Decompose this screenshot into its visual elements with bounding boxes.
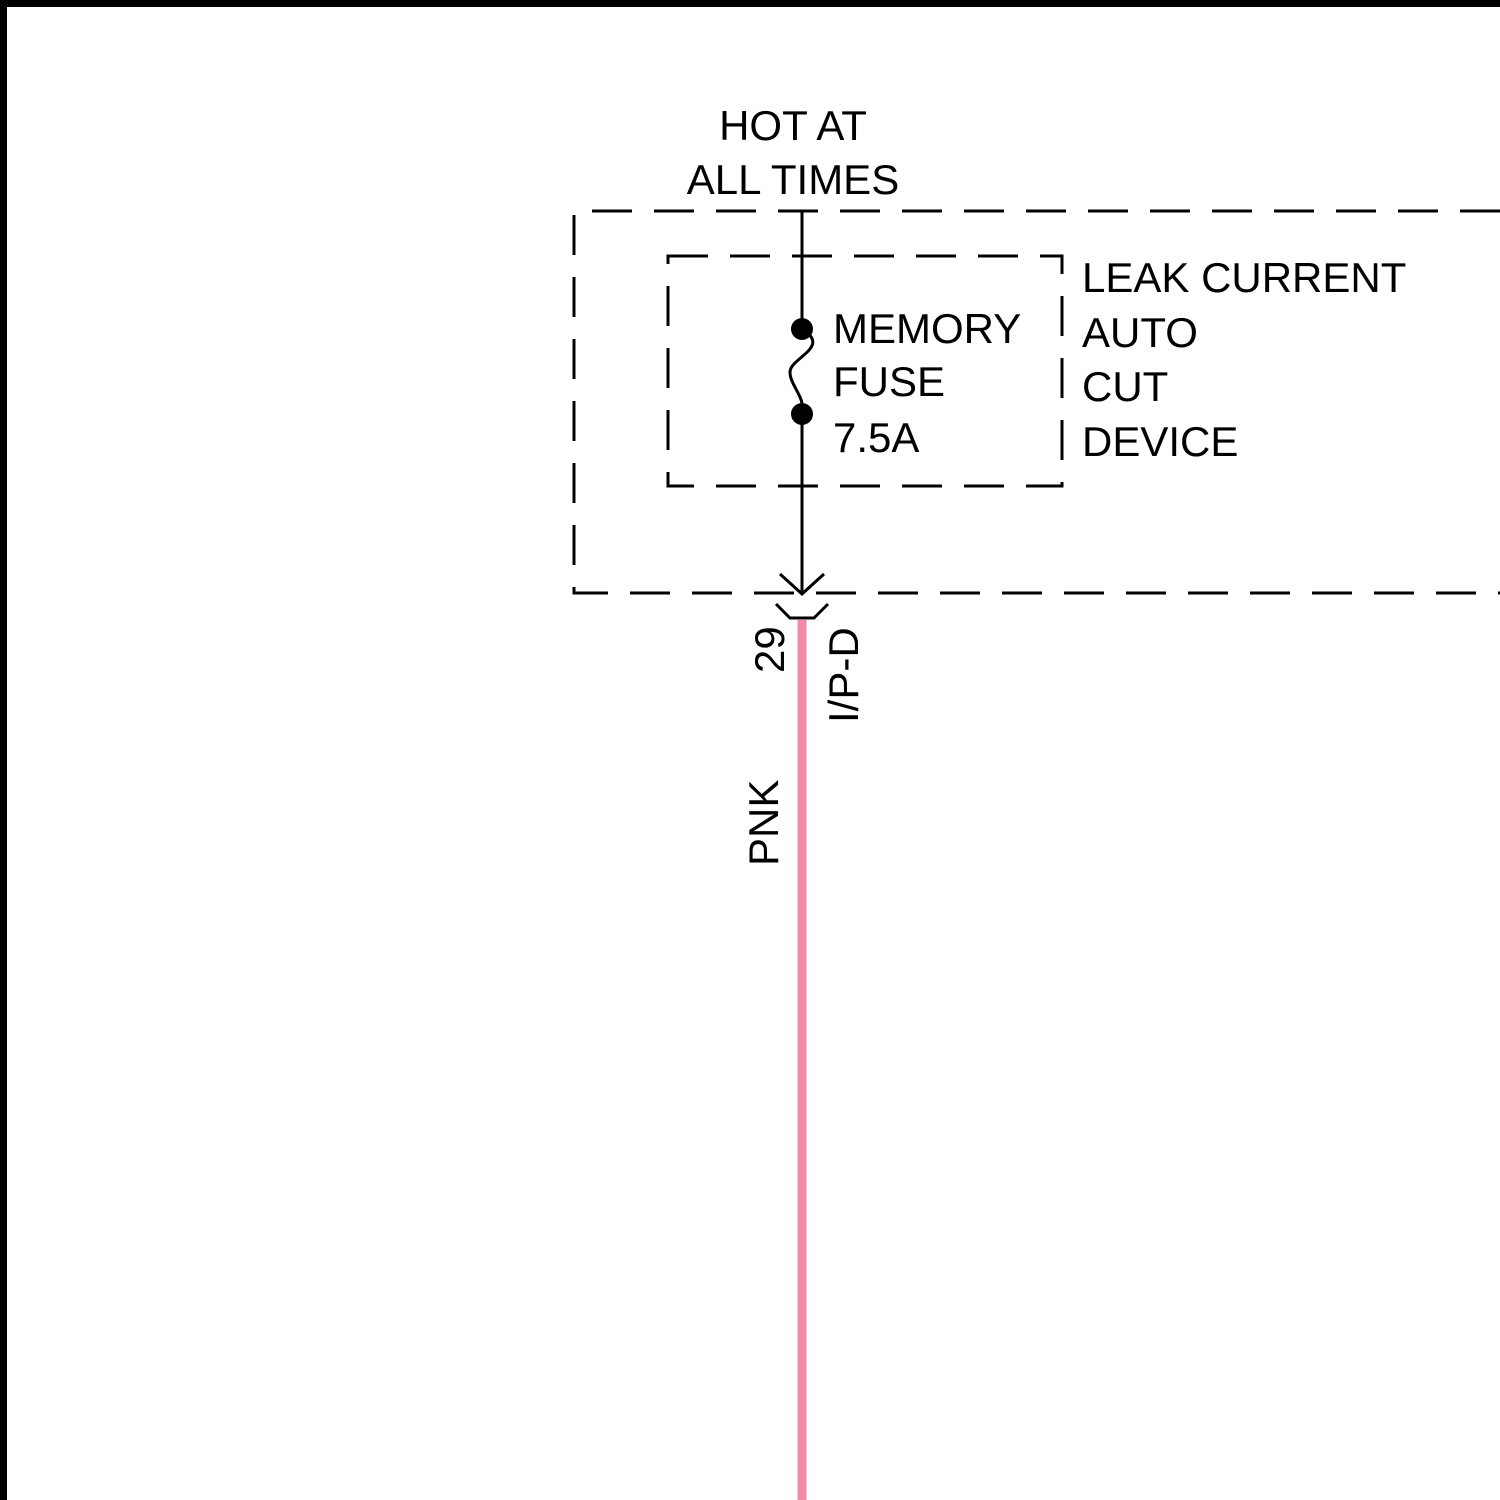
device-label-line-1: LEAK CURRENT	[1082, 254, 1406, 301]
fuse-rating: 7.5A	[833, 414, 919, 461]
fuse-name-line-1: MEMORY	[833, 305, 1021, 352]
device-label-line-4: DEVICE	[1082, 418, 1238, 465]
supply-label-line-1: HOT AT	[719, 102, 867, 149]
page-frame	[4, 4, 1500, 1500]
connector-receptacle-icon	[776, 604, 828, 618]
device-label-line-2: AUTO	[1082, 309, 1198, 356]
connector-pin-number: 29	[746, 626, 793, 673]
connector-id: I/P-D	[820, 627, 867, 723]
supply-label-line-2: ALL TIMES	[687, 156, 899, 203]
wire-color-label: PNK	[740, 780, 787, 866]
device-label-line-3: CUT	[1082, 363, 1168, 410]
fuse-name-line-2: FUSE	[833, 358, 945, 405]
fuse-element-icon	[790, 329, 813, 414]
